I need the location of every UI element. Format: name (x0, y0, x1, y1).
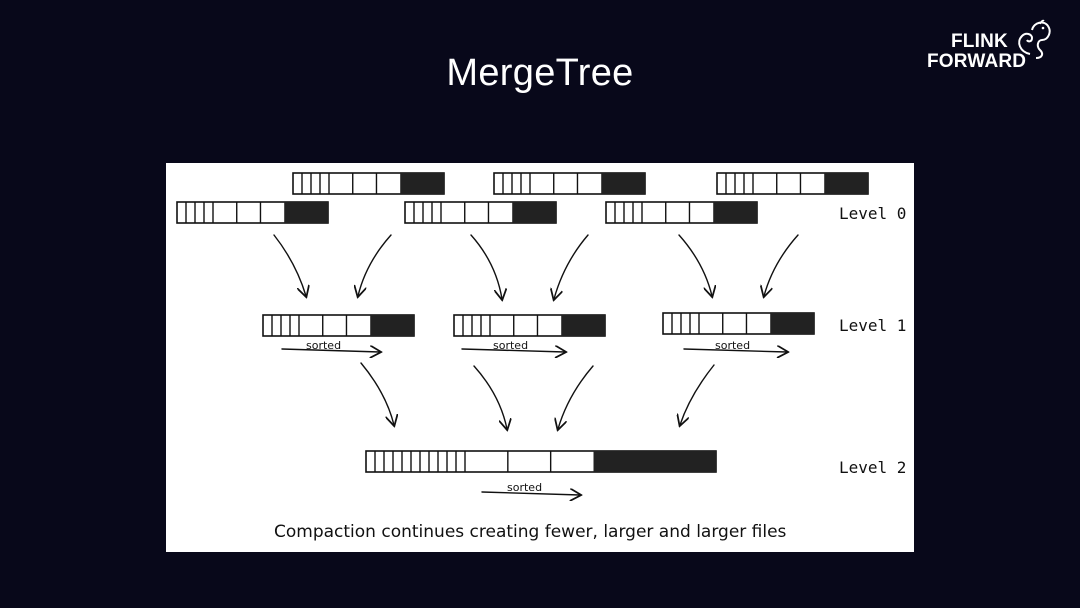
merge-arrow (273, 234, 306, 296)
sorted-arrow (683, 349, 787, 352)
sorted-label: sorted (507, 481, 542, 494)
merge-arrow (558, 365, 594, 429)
flink-forward-logo: FLINK FORWARD (918, 18, 1058, 78)
level-0-file (176, 201, 329, 224)
level-1-file (453, 314, 606, 337)
merge-arrow (470, 234, 502, 299)
slide-title: MergeTree (446, 52, 634, 94)
level-0-file (292, 172, 445, 195)
level-2-file (365, 450, 717, 473)
level-0-file (716, 172, 869, 195)
merge-arrow (360, 362, 394, 425)
squirrel-icon (1018, 19, 1051, 59)
level-1-file (662, 312, 815, 335)
diagram-canvas: sorted sorted sorted sorted Level 0 Leve… (176, 172, 906, 542)
sorted-label: sorted (715, 339, 750, 352)
level-0-file (605, 201, 758, 224)
sorted-arrow (481, 492, 580, 495)
level-2-label: Level 2 (839, 458, 906, 477)
sorted-arrow (461, 349, 565, 352)
merge-arrow (764, 234, 799, 296)
mergetree-diagram: sorted sorted sorted sorted Level 0 Leve… (166, 163, 914, 552)
merge-arrow (680, 364, 715, 425)
logo-text-flink: FLINK (951, 31, 1008, 52)
level-0-file (404, 201, 557, 224)
logo-text-forward: FORWARD (927, 51, 1027, 72)
sorted-label: sorted (306, 339, 341, 352)
merge-arrow (678, 234, 712, 296)
level-0-file (493, 172, 646, 195)
merge-arrow (358, 234, 392, 296)
level-1-file (262, 314, 415, 337)
sorted-label: sorted (493, 339, 528, 352)
diagram-caption: Compaction continues creating fewer, lar… (274, 522, 787, 542)
level-1-label: Level 1 (839, 316, 906, 335)
level-0-label: Level 0 (839, 204, 906, 223)
sorted-arrow (281, 349, 380, 352)
merge-arrow (473, 365, 507, 429)
merge-arrow (554, 234, 589, 299)
